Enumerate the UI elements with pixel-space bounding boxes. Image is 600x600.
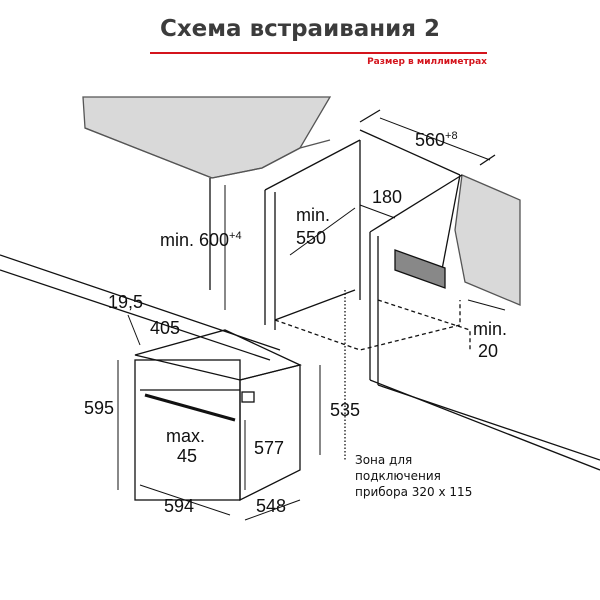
countertop-right <box>454 174 521 306</box>
oven-body-height-label: 535 <box>330 400 361 420</box>
note-line-1: Зона для <box>355 453 413 467</box>
units-caption: Размер в миллиметрах <box>367 57 487 67</box>
cabinet-outline <box>0 109 600 471</box>
niche-height-label: min. 600+4 <box>160 226 242 250</box>
panel-depth-label: 405 <box>150 318 181 338</box>
min-gap-line2: 20 <box>478 341 499 361</box>
dimension-lines <box>117 117 506 521</box>
niche-height-tolerance: +4 <box>229 230 242 242</box>
page-title: Схема встраивания 2 <box>159 16 441 42</box>
note-line-3: прибора 320 x 115 <box>355 485 473 499</box>
door-clearance-line1: max. <box>166 426 206 446</box>
niche-width-line2: 550 <box>296 228 327 248</box>
niche-depth-label: 560+8 <box>415 126 458 150</box>
title-underline <box>150 52 487 54</box>
niche-width-line1: min. <box>296 205 331 225</box>
niche-depth-tolerance: +8 <box>445 130 458 142</box>
connection-zone <box>274 290 471 460</box>
note-line-2: подключения <box>355 469 441 483</box>
connection-zone-note: Зона для подключения прибора 320 x 115 <box>355 452 472 500</box>
oven-depth-label: 548 <box>256 496 287 516</box>
countertop-left <box>82 96 332 179</box>
vent-gap-label: 180 <box>372 187 403 207</box>
vent-opening <box>394 249 446 289</box>
niche-height-value: min. 600 <box>160 230 230 250</box>
panel-offset-label: 19,5 <box>108 292 144 312</box>
inner-height-label: 577 <box>254 438 285 458</box>
oven <box>134 329 302 502</box>
niche-depth-value: 560 <box>415 130 446 150</box>
oven-height-label: 595 <box>84 398 115 418</box>
oven-width-label: 594 <box>164 496 195 516</box>
min-gap-line1: min. <box>473 319 508 339</box>
door-clearance-line2: 45 <box>177 446 198 466</box>
